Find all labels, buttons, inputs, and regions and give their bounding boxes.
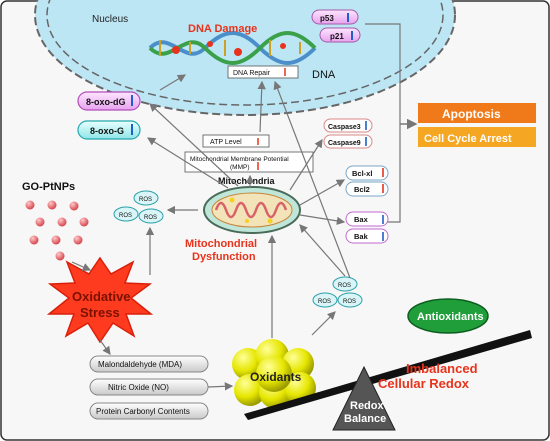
balance-label-line1: Redox <box>350 400 385 412</box>
redox-balance-triangle <box>332 365 396 431</box>
nanoparticle-icons <box>25 200 89 261</box>
caspase3-pill <box>323 118 373 133</box>
ros-label: ROS <box>318 299 331 305</box>
stress-label-line2: Stress <box>80 305 120 320</box>
oxidative-stress-star <box>46 256 154 344</box>
dna-label: DNA <box>312 69 336 81</box>
p21-pill <box>319 27 361 43</box>
apoptosis-label: Apoptosis <box>442 107 501 121</box>
mmp-label-line2: (MMP) <box>230 164 250 171</box>
dna-damage-label: DNA Damage <box>188 23 257 35</box>
stress-label-line1: Oxidative <box>72 289 131 304</box>
mitochondria-title: Mitochondria <box>218 176 275 186</box>
8-oxo-dg-pill <box>77 91 141 111</box>
pcc-label: Protein Carbonyl Contents <box>96 407 190 416</box>
mda-pill <box>89 355 209 373</box>
8-oxo-g-pill <box>77 120 141 140</box>
oxidants-label: Oxidants <box>250 370 302 384</box>
mda-label: Malondaldehyde (MDA) <box>98 360 182 369</box>
ros-label: ROS <box>144 215 157 221</box>
imbalanced-label-line1: Imbalanced <box>406 361 478 376</box>
no-label: Nitric Oxide (NO) <box>108 383 169 392</box>
bak-label: Bak <box>354 232 369 241</box>
cell-cycle-arrest-box <box>418 127 536 147</box>
ros-label: ROS <box>338 283 351 289</box>
ros-label: ROS <box>119 213 132 219</box>
8-oxo-dg-label: 8-oxo-dG <box>86 97 126 107</box>
antioxidants-label: Antioxidants <box>417 311 484 323</box>
bclxl-pill <box>345 165 389 181</box>
atp-box <box>202 134 270 148</box>
dna-helix-icon <box>148 31 317 65</box>
seesaw-beam <box>244 330 532 420</box>
bak-pill <box>345 228 389 244</box>
cell-cycle-arrest-label: Cell Cycle Arrest <box>424 133 512 145</box>
caspase3-label: Caspase3 <box>328 124 361 131</box>
oxidants-cluster-icon <box>232 339 316 409</box>
pcc-pill <box>89 402 209 420</box>
bax-pill <box>345 211 389 227</box>
ros-label: ROS <box>343 299 356 305</box>
mmp-label-line1: Mitochondrial Membrane Potential <box>190 156 289 163</box>
ros-cluster-left <box>113 190 164 224</box>
p53-pill <box>311 9 359 25</box>
nucleus-label: Nucleus <box>92 14 128 25</box>
imbalanced-label-line2: Cellular Redox <box>378 376 470 391</box>
mitochondrion-icon <box>203 186 301 234</box>
mito-dysfunction-line1: Mitochondrial <box>185 238 257 250</box>
bax-label: Bax <box>354 215 369 224</box>
caspase9-pill <box>323 134 373 149</box>
mito-dysfunction-line2: Dysfunction <box>192 251 256 263</box>
p53-label: p53 <box>320 14 334 23</box>
pathway-arrows <box>71 74 351 391</box>
bcl2-pill <box>345 181 389 197</box>
atp-label: ATP Level <box>210 139 242 146</box>
bclxl-label: Bcl-xl <box>352 169 372 178</box>
dna-repair-box <box>227 65 299 79</box>
antioxidants-ellipse <box>407 298 489 334</box>
8-oxo-g-label: 8-oxo-G <box>90 126 124 136</box>
caspase9-label: Caspase9 <box>328 140 361 147</box>
ros-label: ROS <box>139 197 152 203</box>
p21-label: p21 <box>330 32 344 41</box>
balance-label-line2: Balance <box>344 413 386 425</box>
go-ptnps-label: GO-PtNPs <box>22 181 75 193</box>
dna-repair-label: DNA Repair <box>233 70 271 77</box>
bcl2-label: Bcl2 <box>354 185 370 194</box>
apoptosis-box <box>418 103 536 123</box>
ros-cluster-right <box>312 276 363 308</box>
